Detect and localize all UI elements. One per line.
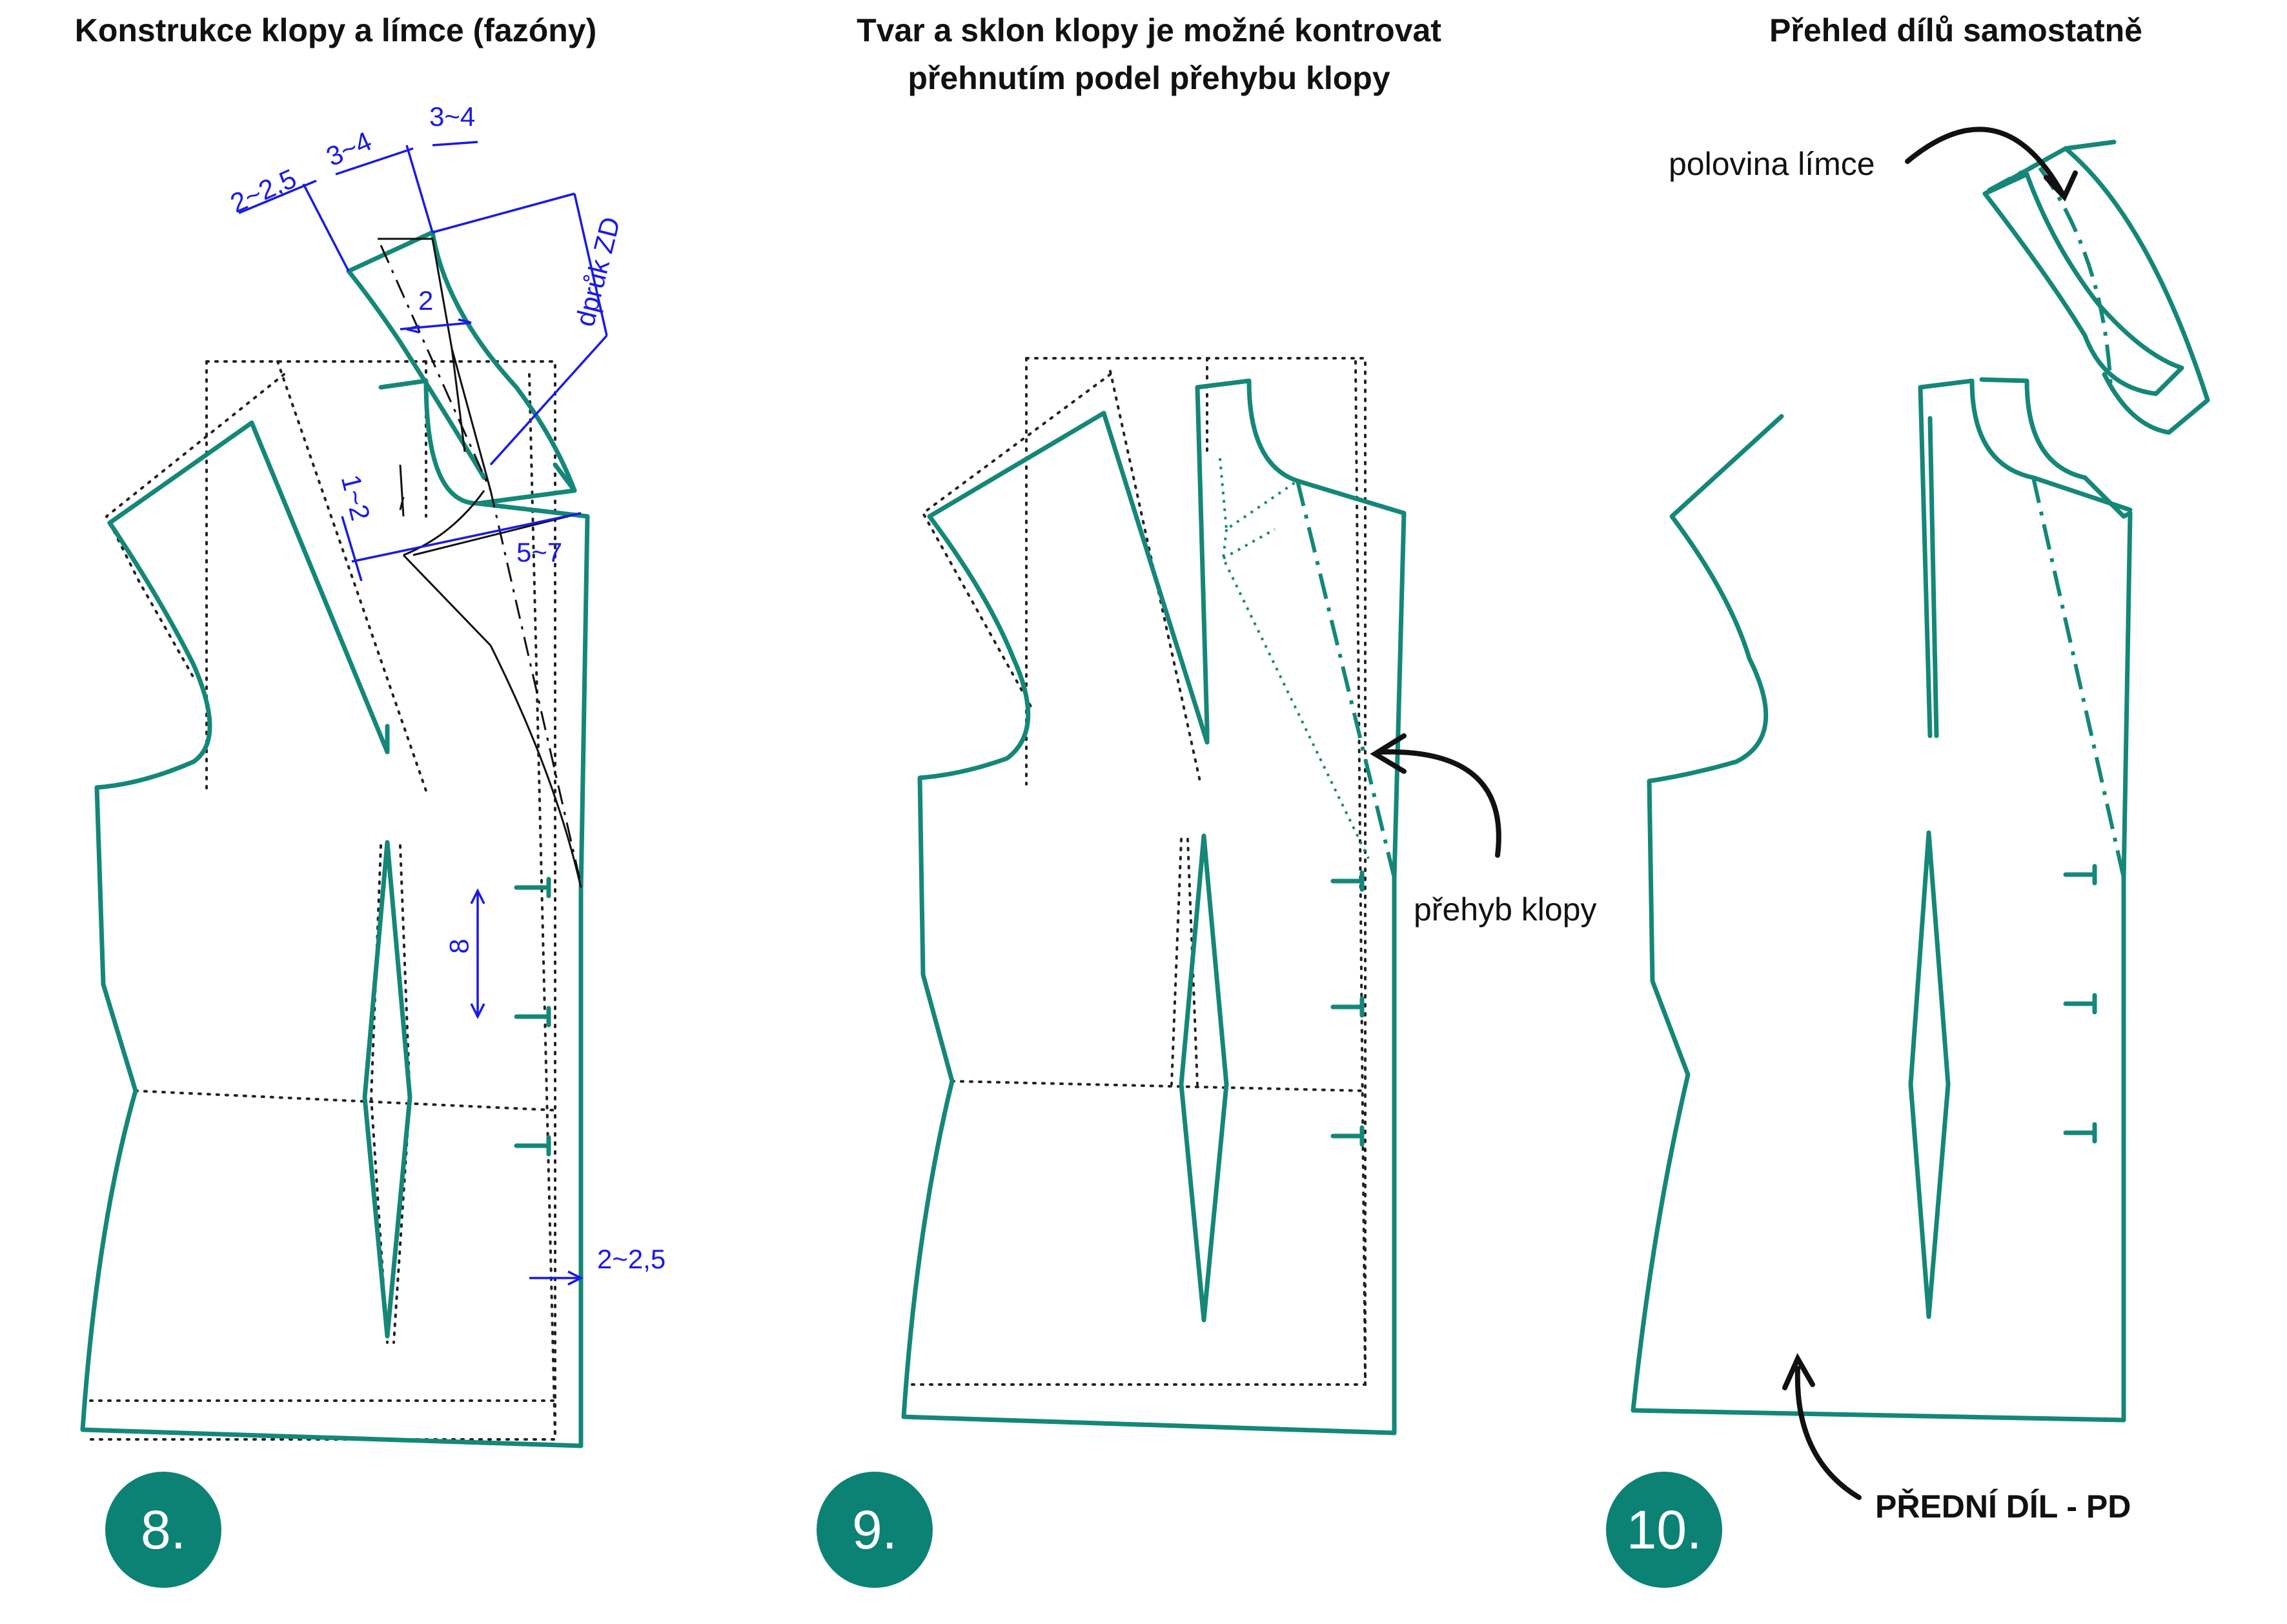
panel9-guide-hip	[951, 360, 1367, 1386]
panel8-front-outline	[80, 420, 590, 1448]
panel8-lapel-construction	[378, 238, 582, 888]
panel9-folded-lapel	[1219, 458, 1370, 859]
panel10-fold-line	[2031, 477, 2126, 878]
panel8-guide-dart	[369, 844, 412, 1344]
panel9-fold-line	[1296, 480, 1396, 878]
panel9-shoulder	[927, 411, 1106, 519]
panel8-guide-rect	[86, 360, 556, 1441]
step-badge-10: 10.	[1606, 1472, 1722, 1588]
panel9-title-line2: přehnutím podel přehybu klopy	[908, 60, 1390, 96]
panel8-buttonholes	[514, 877, 551, 1157]
panel10-collar-piece	[1982, 172, 2184, 396]
panel10-buttonholes	[2063, 864, 2097, 1144]
half-collar-label: polovina límce	[1669, 146, 1875, 182]
panel-8-drawing	[80, 141, 608, 1448]
panel10-collar-arrow	[1905, 127, 2078, 202]
dim-extension: 2~2,5	[597, 1244, 666, 1274]
panel10-front-body	[1631, 377, 2133, 1423]
panel10-dart	[1908, 830, 1951, 1319]
dim-small-2: 2	[418, 285, 434, 316]
panel8-dart	[362, 840, 412, 1339]
panel10-front-arrow	[1782, 1353, 1862, 1500]
panel10-front-outline	[2063, 146, 2210, 435]
step-badge-8: 8.	[105, 1472, 221, 1588]
panel-10-drawing	[1631, 127, 2210, 1500]
panel9-guide-rect	[906, 357, 1367, 1386]
panel9-neck	[1195, 378, 1300, 732]
panel9-dart	[1179, 833, 1229, 1323]
panel10-collar-fold	[1987, 147, 2113, 388]
panel8-shoulder-line	[107, 420, 254, 525]
step-badge-9: 9.	[817, 1472, 933, 1588]
panel9-title-line1: Tvar a sklon klopy je možné kontrovat	[857, 12, 1441, 48]
panel8-collar-fold	[347, 230, 434, 273]
panel9-fold-arrow	[1370, 733, 1501, 858]
dim-top-offset: 3~4	[429, 101, 476, 132]
front-piece-label: PŘEDNÍ DÍL - PD	[1875, 1488, 2131, 1525]
panel8-dim-lines	[238, 141, 608, 1279]
panel8-curve	[403, 490, 485, 556]
panel8-dim-arrows	[406, 318, 584, 1286]
fold-line-label: přehyb klopy	[1414, 891, 1597, 928]
panel10-collar-piece-outer	[1982, 139, 2117, 196]
dim-lapel-step: 5~7	[516, 537, 563, 567]
panel10-center	[1918, 385, 1933, 738]
panel9-buttonholes	[1330, 870, 1365, 1147]
panel9-front-outline	[901, 411, 1407, 1436]
panel10-title: Přehled dílů samostatně	[1769, 12, 2142, 48]
panel8-title: Konstrukce klopy a límce (fazóny)	[74, 12, 597, 48]
panel-9-drawing	[901, 357, 1501, 1436]
panel8-guide-hip	[89, 373, 556, 1441]
panel10-neck-line	[1918, 378, 2133, 513]
panel8-guide-back	[105, 373, 285, 679]
dim-button-spacing: 8	[443, 939, 474, 954]
